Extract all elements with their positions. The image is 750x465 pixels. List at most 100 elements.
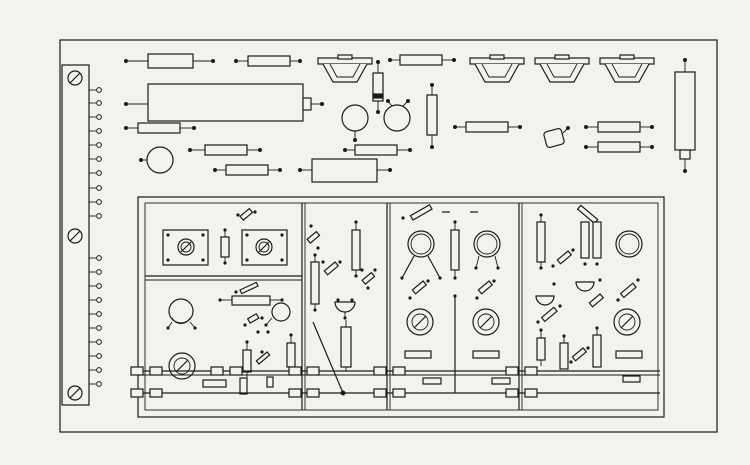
bus-connector bbox=[524, 366, 538, 376]
heatsink-transistor bbox=[317, 54, 373, 83]
diode-tilted-m4c bbox=[616, 278, 640, 302]
potentiometer-m4 bbox=[613, 308, 641, 336]
resistor-vertical-m2c bbox=[340, 320, 352, 371]
terminal-pin bbox=[89, 255, 102, 261]
small-tilted-capacitor bbox=[543, 126, 570, 148]
module-inner-frame bbox=[144, 202, 659, 411]
diode-tilted-m4b bbox=[551, 248, 575, 268]
heatsink-transistor bbox=[599, 54, 655, 83]
resistor-r6 bbox=[213, 164, 282, 176]
resistor-r7 bbox=[343, 144, 412, 156]
diode-tilted-m2b bbox=[321, 260, 342, 276]
terminal-pin bbox=[89, 297, 102, 303]
mounting-screw-top bbox=[67, 70, 83, 86]
bus-connector bbox=[373, 388, 387, 398]
terminal-pin bbox=[89, 283, 102, 289]
bus-connector bbox=[524, 388, 538, 398]
mounting-screw-bottom bbox=[67, 385, 83, 401]
half-round-m4b bbox=[575, 278, 602, 292]
bus-connector bbox=[288, 366, 302, 376]
bus-connector bbox=[306, 366, 320, 376]
resistor-r10 bbox=[453, 121, 522, 133]
bus-connector bbox=[149, 388, 163, 398]
capacitor-vertical-right bbox=[674, 58, 696, 173]
potentiometer-left-module bbox=[168, 352, 196, 380]
diode-tilted-m2c bbox=[360, 268, 377, 290]
resistor-vertical-m2b bbox=[310, 253, 320, 312]
capacitor-medium bbox=[298, 158, 392, 183]
terminal-strip bbox=[61, 64, 102, 406]
resistor-vertical-r8 bbox=[372, 60, 384, 114]
terminal-pin bbox=[89, 325, 102, 331]
resistor-r5 bbox=[188, 144, 262, 156]
resistor-r1 bbox=[124, 53, 215, 69]
terminal-pin bbox=[89, 269, 102, 275]
diagonal-link-m2 bbox=[312, 321, 346, 396]
diode-tilted-m3c bbox=[475, 279, 496, 300]
resistor-vertical-r9 bbox=[426, 83, 438, 149]
bus-connector bbox=[505, 366, 519, 376]
terminal-pin bbox=[89, 142, 102, 148]
terminal-pin bbox=[89, 199, 102, 205]
mounting-screw-middle bbox=[67, 228, 83, 244]
bus-connector bbox=[306, 388, 320, 398]
electrolytic-capacitor-large bbox=[124, 83, 324, 122]
diode-tilted-m4e bbox=[536, 304, 562, 324]
bus-connector bbox=[373, 366, 387, 376]
coil-m3a bbox=[400, 230, 442, 280]
round-transistor-2 bbox=[383, 99, 411, 132]
bus-connector bbox=[288, 388, 302, 398]
small-boxes-left-module bbox=[239, 376, 274, 395]
coil-left-module bbox=[166, 298, 197, 330]
bus-connector bbox=[130, 388, 144, 398]
bus-connector bbox=[505, 388, 519, 398]
heatsink-group bbox=[317, 54, 655, 83]
terminal-pin bbox=[89, 170, 102, 176]
terminal-pin bbox=[89, 114, 102, 120]
terminal-pin bbox=[89, 353, 102, 359]
bus-connector bbox=[392, 366, 406, 376]
resistor-vertical-m3a bbox=[450, 220, 460, 280]
diode-tilted-m3b bbox=[408, 279, 430, 300]
diode-tilted-m2a bbox=[306, 224, 321, 250]
terminal-pin bbox=[89, 100, 102, 106]
bus-connector bbox=[130, 366, 144, 376]
diode-tilted-b bbox=[234, 281, 259, 295]
label-box-left-module bbox=[202, 379, 227, 388]
resistor-vertical-m2a bbox=[351, 220, 361, 278]
terminal-pin bbox=[89, 311, 102, 317]
bus-connectors bbox=[130, 366, 538, 398]
resistor-vertical-m4c bbox=[536, 328, 546, 366]
diode-tilted-m4f bbox=[569, 346, 590, 364]
terminal-pin bbox=[89, 128, 102, 134]
potentiometer-plate-2 bbox=[241, 229, 288, 266]
diode-tilted-a bbox=[236, 207, 257, 222]
resistor-r4 bbox=[124, 122, 196, 134]
bus-connector bbox=[392, 388, 406, 398]
diode-tilted-m3a bbox=[401, 203, 433, 221]
label-boxes-m3 bbox=[404, 350, 511, 385]
terminal-pin bbox=[89, 156, 102, 162]
resistor-left-module-1 bbox=[218, 295, 284, 306]
vertical-link-m3 bbox=[453, 294, 457, 393]
round-transistor-left-module bbox=[264, 302, 291, 327]
diode-tilted-c bbox=[255, 350, 271, 365]
resistor-vertical-m4a bbox=[536, 213, 546, 270]
terminal-pin bbox=[89, 213, 102, 219]
resistor-r2 bbox=[234, 55, 302, 67]
potentiometer-m3b bbox=[472, 308, 500, 336]
potentiometer-plate-1 bbox=[162, 229, 209, 266]
round-transistor-1 bbox=[341, 104, 369, 142]
heatsink-transistor bbox=[534, 54, 590, 83]
terminal-pin bbox=[89, 381, 102, 387]
terminal-pin bbox=[89, 185, 102, 191]
terminal-pin bbox=[89, 367, 102, 373]
bus-connector bbox=[210, 366, 224, 376]
diode-tilted-m4d bbox=[588, 293, 605, 308]
bus-connector bbox=[149, 366, 163, 376]
resistor-vertical-m4b bbox=[580, 221, 602, 266]
resistor-r3 bbox=[388, 54, 456, 66]
resistor-vertical-m4d bbox=[559, 334, 569, 370]
